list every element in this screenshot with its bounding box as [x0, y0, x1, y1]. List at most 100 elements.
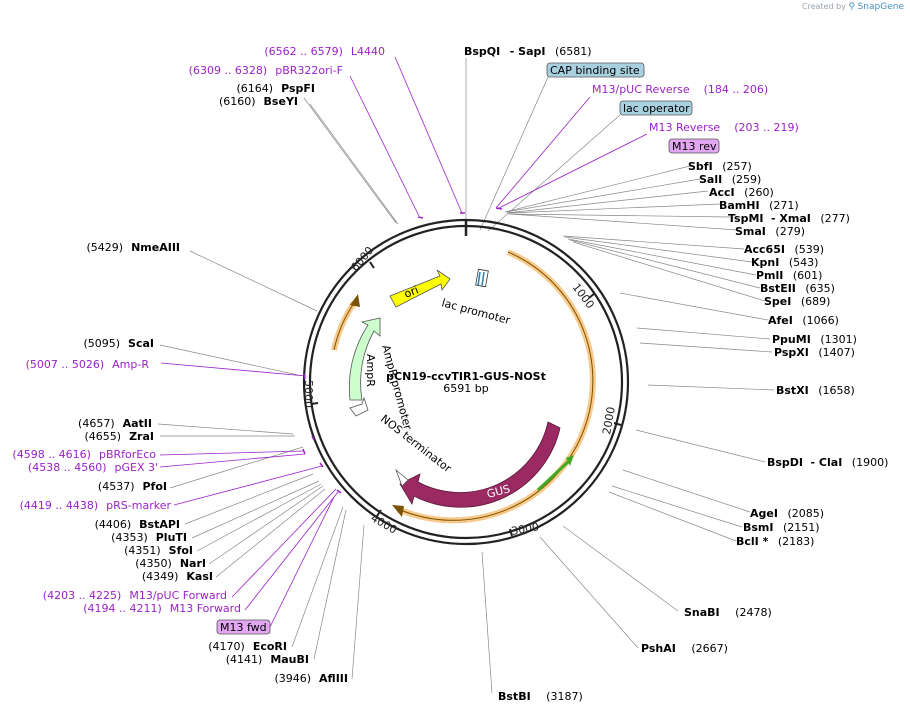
svg-text:Acc65I (539): Acc65I (539) — [744, 243, 824, 256]
plasmid-size: 6591 bp — [443, 382, 488, 395]
primer-lines-left — [159, 56, 463, 628]
site-pos: (1301) — [820, 333, 857, 346]
svg-text:(4598 .. 4616)pBRforEco: (4598 .. 4616)pBRforEco — [12, 448, 156, 461]
svg-text:(4350)NarI: (4350)NarI — [135, 557, 206, 570]
primer-pos: (4203 .. 4225) — [43, 589, 122, 602]
svg-text:PshAI (2667): PshAI (2667) — [641, 642, 728, 655]
svg-text:BstBI (3187): BstBI (3187) — [498, 690, 583, 703]
primer-pos: (6309 .. 6328) — [189, 64, 268, 77]
site-name: EcoRI — [253, 640, 287, 653]
site-name: PmlI — [756, 269, 783, 282]
site-extra: - XmaI — [771, 212, 811, 225]
site-name: BspDI — [767, 456, 803, 469]
svg-text:(6160)BseYI: (6160) BseYI — [219, 95, 298, 108]
primer-name: L4440 — [351, 45, 385, 58]
site-pos: (6581) — [555, 45, 592, 58]
svg-text:BstXI (1658): BstXI (1658) — [776, 384, 855, 397]
primer-pos: (5007 .. 5026) — [26, 358, 105, 371]
site-name: PpuMI — [772, 333, 811, 346]
cap-binding-label: CAP binding site — [550, 64, 640, 77]
primer-pos: (4419 .. 4438) — [20, 499, 99, 512]
tick-3000: 3000 — [510, 520, 540, 538]
primer-pos: (4194 .. 4211) — [83, 602, 162, 615]
site-pos: (4141) — [226, 653, 263, 666]
site-name: SpeI — [764, 295, 791, 308]
site-pos: (543) — [789, 256, 819, 269]
svg-text:PmlI (601): PmlI (601) — [756, 269, 822, 282]
tick-5000: 5000 — [302, 380, 315, 408]
site-pos: (1658) — [818, 384, 855, 397]
svg-text:(4537)PfoI: (4537)PfoI — [98, 480, 167, 493]
orf-arrow-head-left — [350, 294, 360, 307]
left-site-labels: (6164)PspFI (6160)BseYI (5429)NmeAIII (5… — [78, 82, 348, 685]
site-pos: (6164) — [237, 82, 274, 95]
svg-text:BsmI (2151): BsmI (2151) — [743, 521, 820, 534]
svg-text:(4406)BstAPI: (4406) BstAPI — [95, 518, 180, 531]
primer-name: M13 Forward — [170, 602, 241, 615]
site-pos: (260) — [744, 186, 774, 199]
primer-name: pRS-marker — [106, 499, 171, 512]
site-name: MauBI — [270, 653, 309, 666]
site-pos: (4406) — [95, 518, 132, 531]
svg-text:(4538 .. 4560)pGEX 3': (4538 .. 4560) pGEX 3' — [28, 461, 158, 474]
svg-text:(5095)ScaI: (5095)ScaI — [83, 337, 154, 350]
left-primer-labels: (6562 .. 6579) L4440 (6309 .. 6328) pBR322… — [12, 45, 385, 635]
primer-pos: (4598 .. 4616) — [12, 448, 91, 461]
svg-text:SpeI (689): SpeI (689) — [764, 295, 830, 308]
snapgene-logo-icon: ⚲ — [848, 2, 856, 12]
site-name: SnaBI — [684, 606, 720, 619]
site-pos: (2085) — [787, 507, 824, 520]
svg-text:AgeI (2085): AgeI (2085) — [750, 507, 824, 520]
site-name: AflIII — [319, 672, 348, 685]
site-name: PluTI — [156, 531, 187, 544]
svg-text:BspDI - ClaI (1900): BspDI - ClaI (1900) — [767, 456, 888, 469]
site-pos: (4537) — [98, 480, 135, 493]
svg-text:M13 Reverse(203 .. 219): M13 Reverse(203 .. 219) — [649, 121, 799, 134]
site-pos: (4657) — [78, 417, 115, 430]
primer-pos: (6562 .. 6579) — [264, 45, 343, 58]
svg-text:BamHI (271): BamHI (271) — [719, 199, 799, 212]
site-pos: (2478) — [735, 606, 772, 619]
site-name: ScaI — [128, 337, 154, 350]
site-pos: (6160) — [219, 95, 256, 108]
site-name: BsmI — [743, 521, 774, 534]
site-pos: (635) — [805, 282, 835, 295]
site-pos: (5429) — [87, 241, 124, 254]
site-pos: (4349) — [142, 570, 179, 583]
svg-text:AccI (260): AccI (260) — [709, 186, 774, 199]
orf-arrow-head — [392, 505, 404, 517]
svg-text:(6164)PspFI: (6164)PspFI — [237, 82, 315, 95]
site-pos: (689) — [801, 295, 831, 308]
svg-text:SmaI (279): SmaI (279) — [735, 225, 805, 238]
svg-text:(6309 .. 6328)pBR322ori-F: (6309 .. 6328) pBR322ori-F — [189, 64, 343, 77]
plasmid-name: pCN19-ccvTIR1-GUS-NOSt — [386, 370, 546, 383]
svg-text:PspXI (1407): PspXI (1407) — [774, 346, 855, 359]
site-name: AgeI — [750, 507, 778, 520]
site-pos: (601) — [793, 269, 823, 282]
primer-name: pGEX 3' — [114, 461, 158, 474]
m13-fwd-label: M13 fwd — [220, 621, 267, 634]
site-pos: (259) — [732, 173, 762, 186]
site-name: BstAPI — [139, 518, 180, 531]
primer-name: pBR322ori-F — [275, 64, 343, 77]
gus-feature — [399, 421, 561, 508]
site-pos: (277) — [820, 212, 850, 225]
primer-name: M13 Reverse — [649, 121, 720, 134]
ampr-label: AmpR — [364, 354, 377, 387]
svg-text:(5007 .. 5026)Amp-R: (5007 .. 5026)Amp-R — [26, 358, 150, 371]
primer-pos: (4538 .. 4560) — [28, 461, 107, 474]
site-name: SalI — [699, 173, 722, 186]
site-pos: (1407) — [818, 346, 855, 359]
svg-text:KpnI (543): KpnI (543) — [751, 256, 818, 269]
leader-lines-left — [157, 97, 399, 680]
site-name: PspXI — [774, 346, 809, 359]
svg-text:(4170)EcoRI: (4170)EcoRI — [208, 640, 287, 653]
ampr-feature — [348, 317, 381, 401]
site-extra: - ClaI — [811, 456, 843, 469]
site-name: BstXI — [776, 384, 809, 397]
site-name: BseYI — [264, 95, 298, 108]
site-name: BclI * — [736, 535, 769, 548]
site-name: ZraI — [129, 430, 154, 443]
primer-ring-marks — [302, 207, 503, 494]
site-name: TspMI — [728, 212, 764, 225]
